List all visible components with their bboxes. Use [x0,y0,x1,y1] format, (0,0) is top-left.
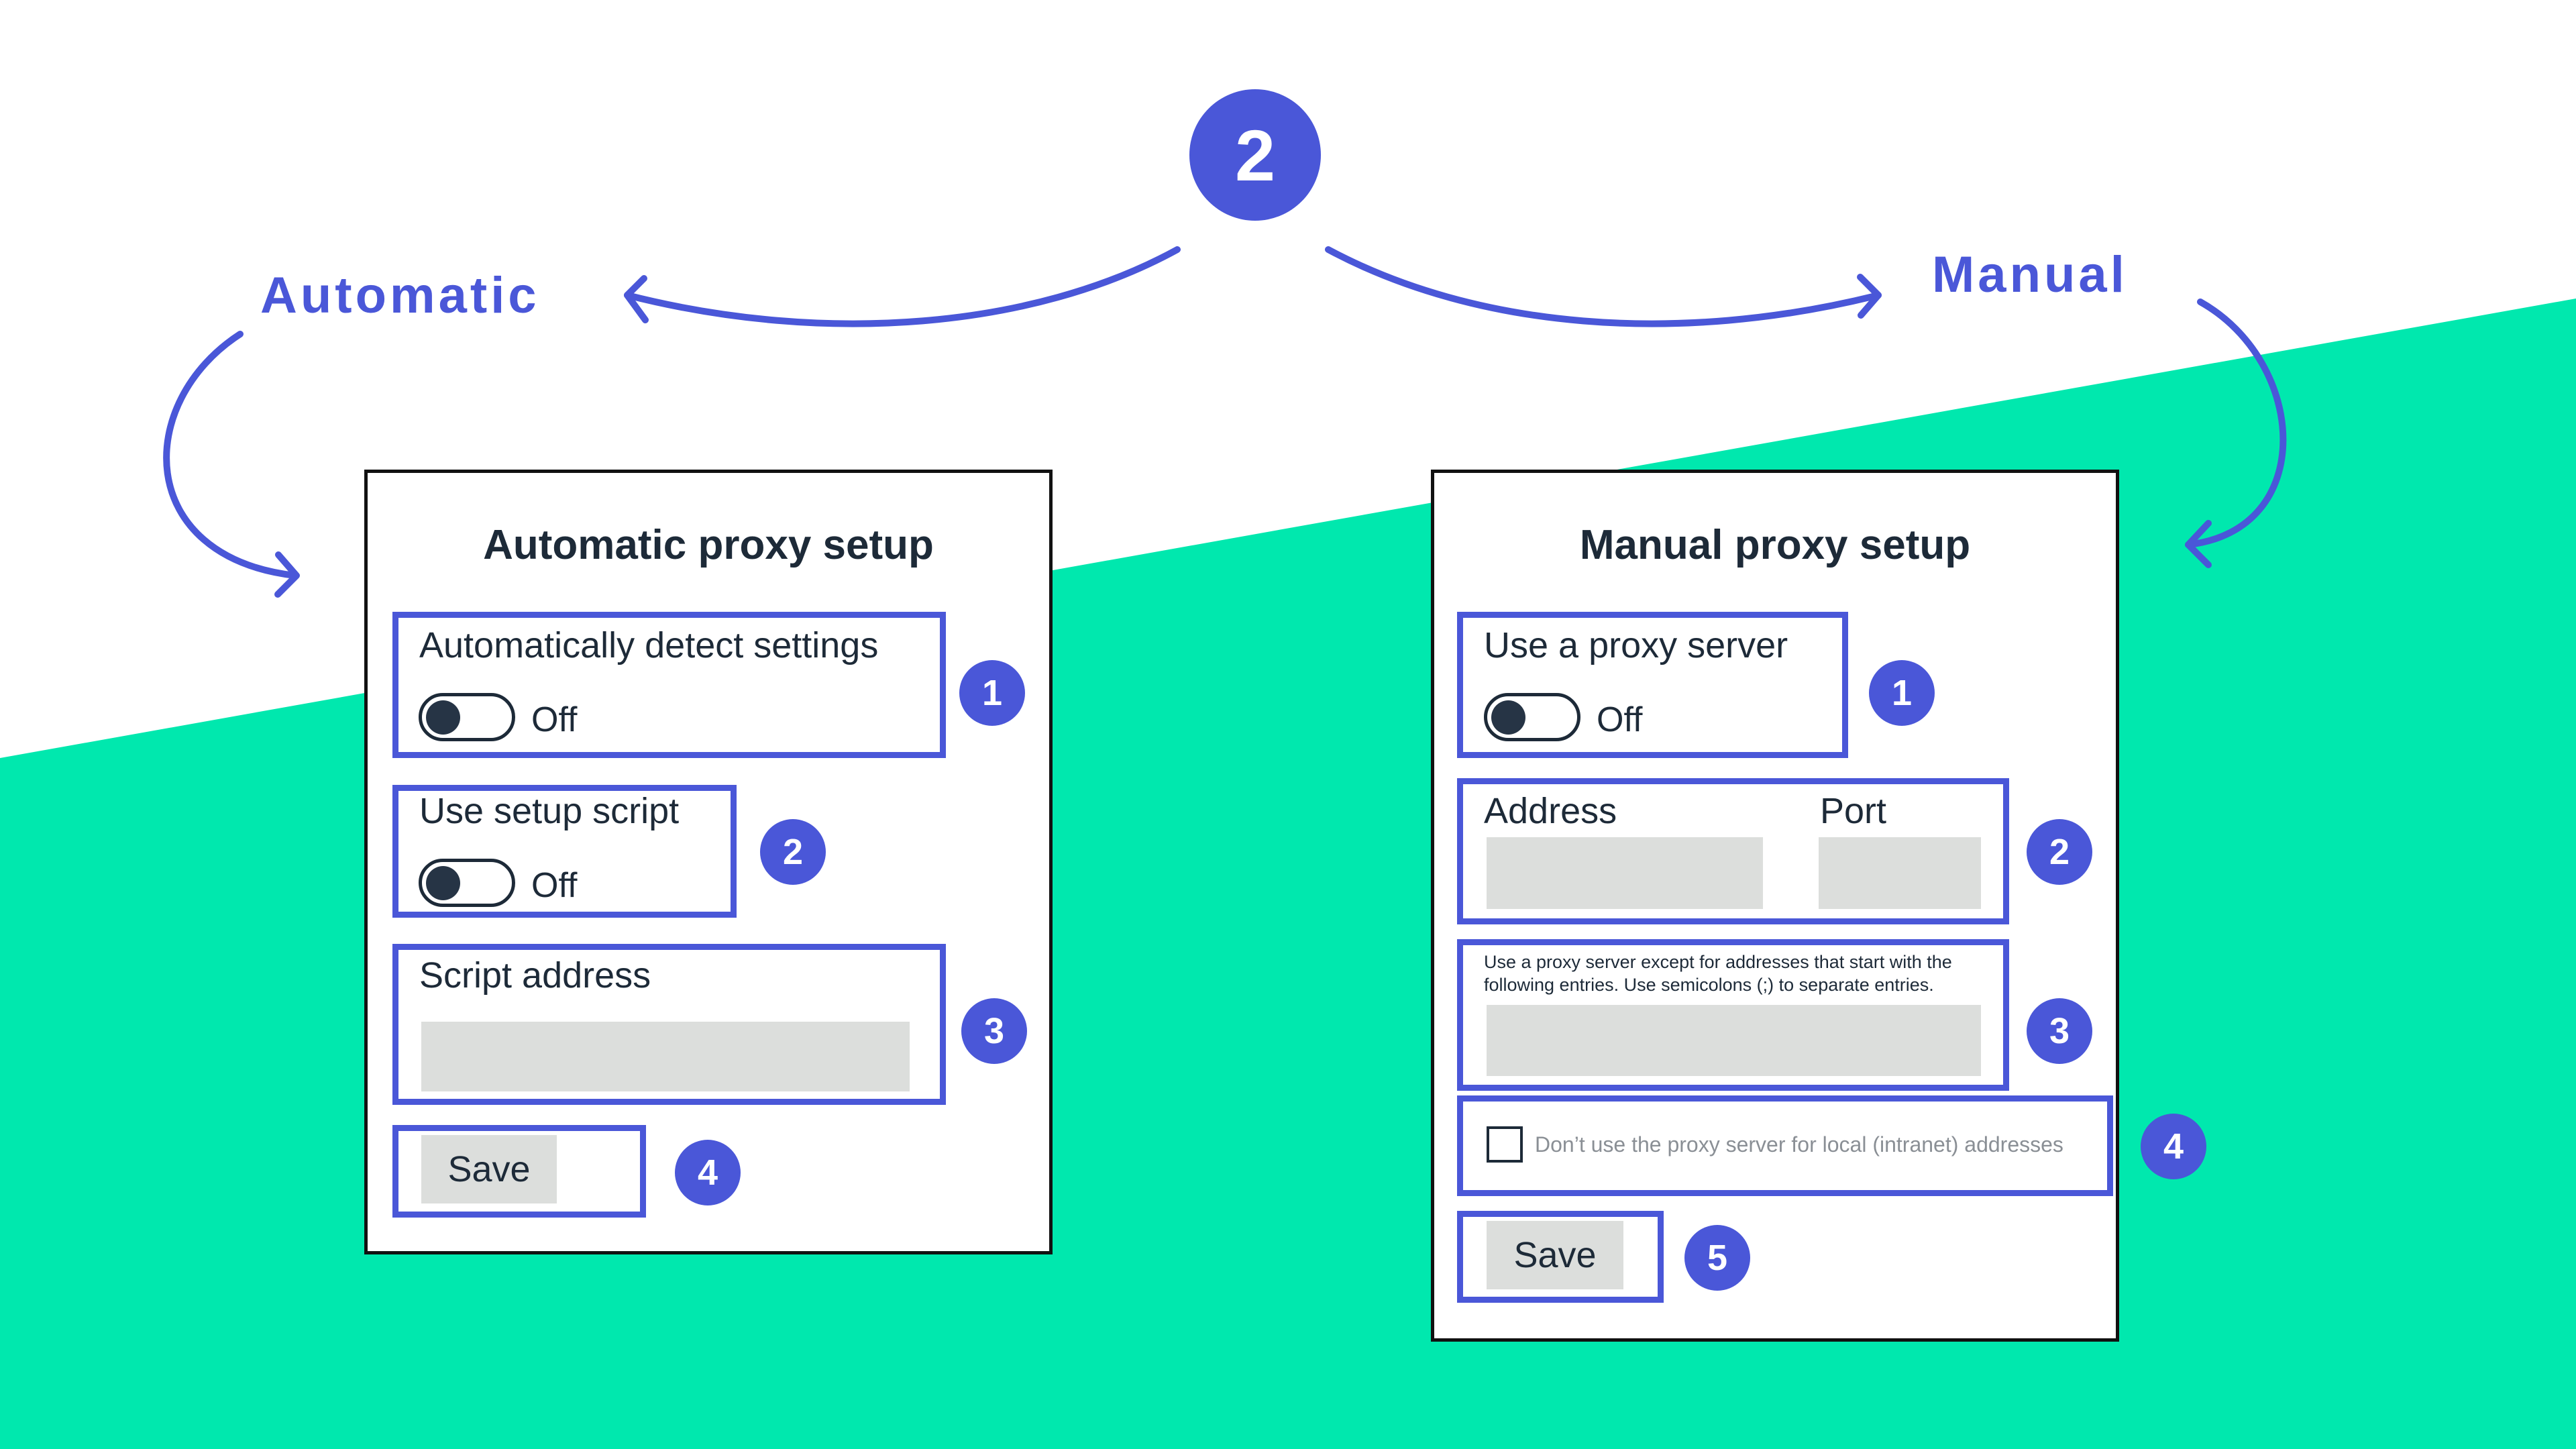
automatic-save-group [392,1125,646,1218]
detect-settings-label: Automatically detect settings [419,625,879,665]
port-input[interactable] [1819,837,1981,909]
exceptions-group [1457,939,2009,1091]
manual-marker-5: 5 [1684,1225,1750,1291]
panel-title: Automatic proxy setup [483,522,934,568]
manual-marker-2: 2 [2027,819,2092,885]
setup-script-state: Off [531,866,578,905]
use-proxy-toggle[interactable] [1484,693,1580,741]
toggle-knob [1491,700,1525,735]
toggle-knob [426,866,460,900]
address-input[interactable] [1487,837,1763,909]
local-addresses-group [1457,1095,2113,1196]
manual-marker-1: 1 [1869,660,1935,726]
port-label: Port [1820,791,1887,831]
setup-script-toggle[interactable] [419,859,515,907]
script-address-group [392,944,946,1105]
arrow-manual-to-panel-head [2185,520,2212,568]
setup-script-label: Use setup script [419,791,680,831]
manual-save-button[interactable]: Save [1487,1221,1623,1289]
automatic-mode-label: Automatic [260,267,540,324]
arrow-to-automatic [624,246,1181,327]
detect-settings-group [392,612,946,758]
arrow-automatic-to-panel-head [274,551,300,598]
exceptions-input[interactable] [1487,1005,1981,1076]
use-proxy-group [1457,612,1848,758]
manual-mode-label: Manual [1932,246,2128,303]
automatic-marker-4: 4 [675,1140,741,1205]
automatic-marker-1: 1 [959,660,1025,726]
detect-settings-toggle[interactable] [419,693,515,741]
step-badge: 2 [1189,89,1321,221]
use-proxy-state: Off [1597,700,1643,739]
manual-marker-4: 4 [2141,1114,2206,1179]
detect-settings-state: Off [531,700,578,739]
arrow-to-manual [1325,246,1882,327]
setup-script-group [392,785,737,918]
local-addresses-label: Don’t use the proxy server for local (in… [1535,1132,2063,1157]
address-label: Address [1484,791,1617,831]
toggle-knob [426,700,460,735]
automatic-marker-3: 3 [961,998,1027,1064]
panel-title: Manual proxy setup [1579,522,1971,568]
arrow-manual-to-panel [2185,299,2287,548]
address-port-group [1457,778,2009,924]
automatic-marker-2: 2 [760,819,826,885]
exceptions-description: Use a proxy server except for addresses … [1484,952,1952,995]
arrow-to-manual-head [1857,274,1882,319]
arrow-to-automatic-head [624,275,649,323]
script-address-label: Script address [419,955,651,996]
arrow-automatic-to-panel [163,331,299,579]
manual-save-group [1457,1211,1664,1303]
use-proxy-label: Use a proxy server [1484,625,1788,665]
automatic-save-button[interactable]: Save [421,1135,557,1203]
manual-marker-3: 3 [2027,998,2092,1064]
script-address-input[interactable] [421,1022,910,1091]
local-addresses-checkbox[interactable] [1487,1126,1523,1163]
